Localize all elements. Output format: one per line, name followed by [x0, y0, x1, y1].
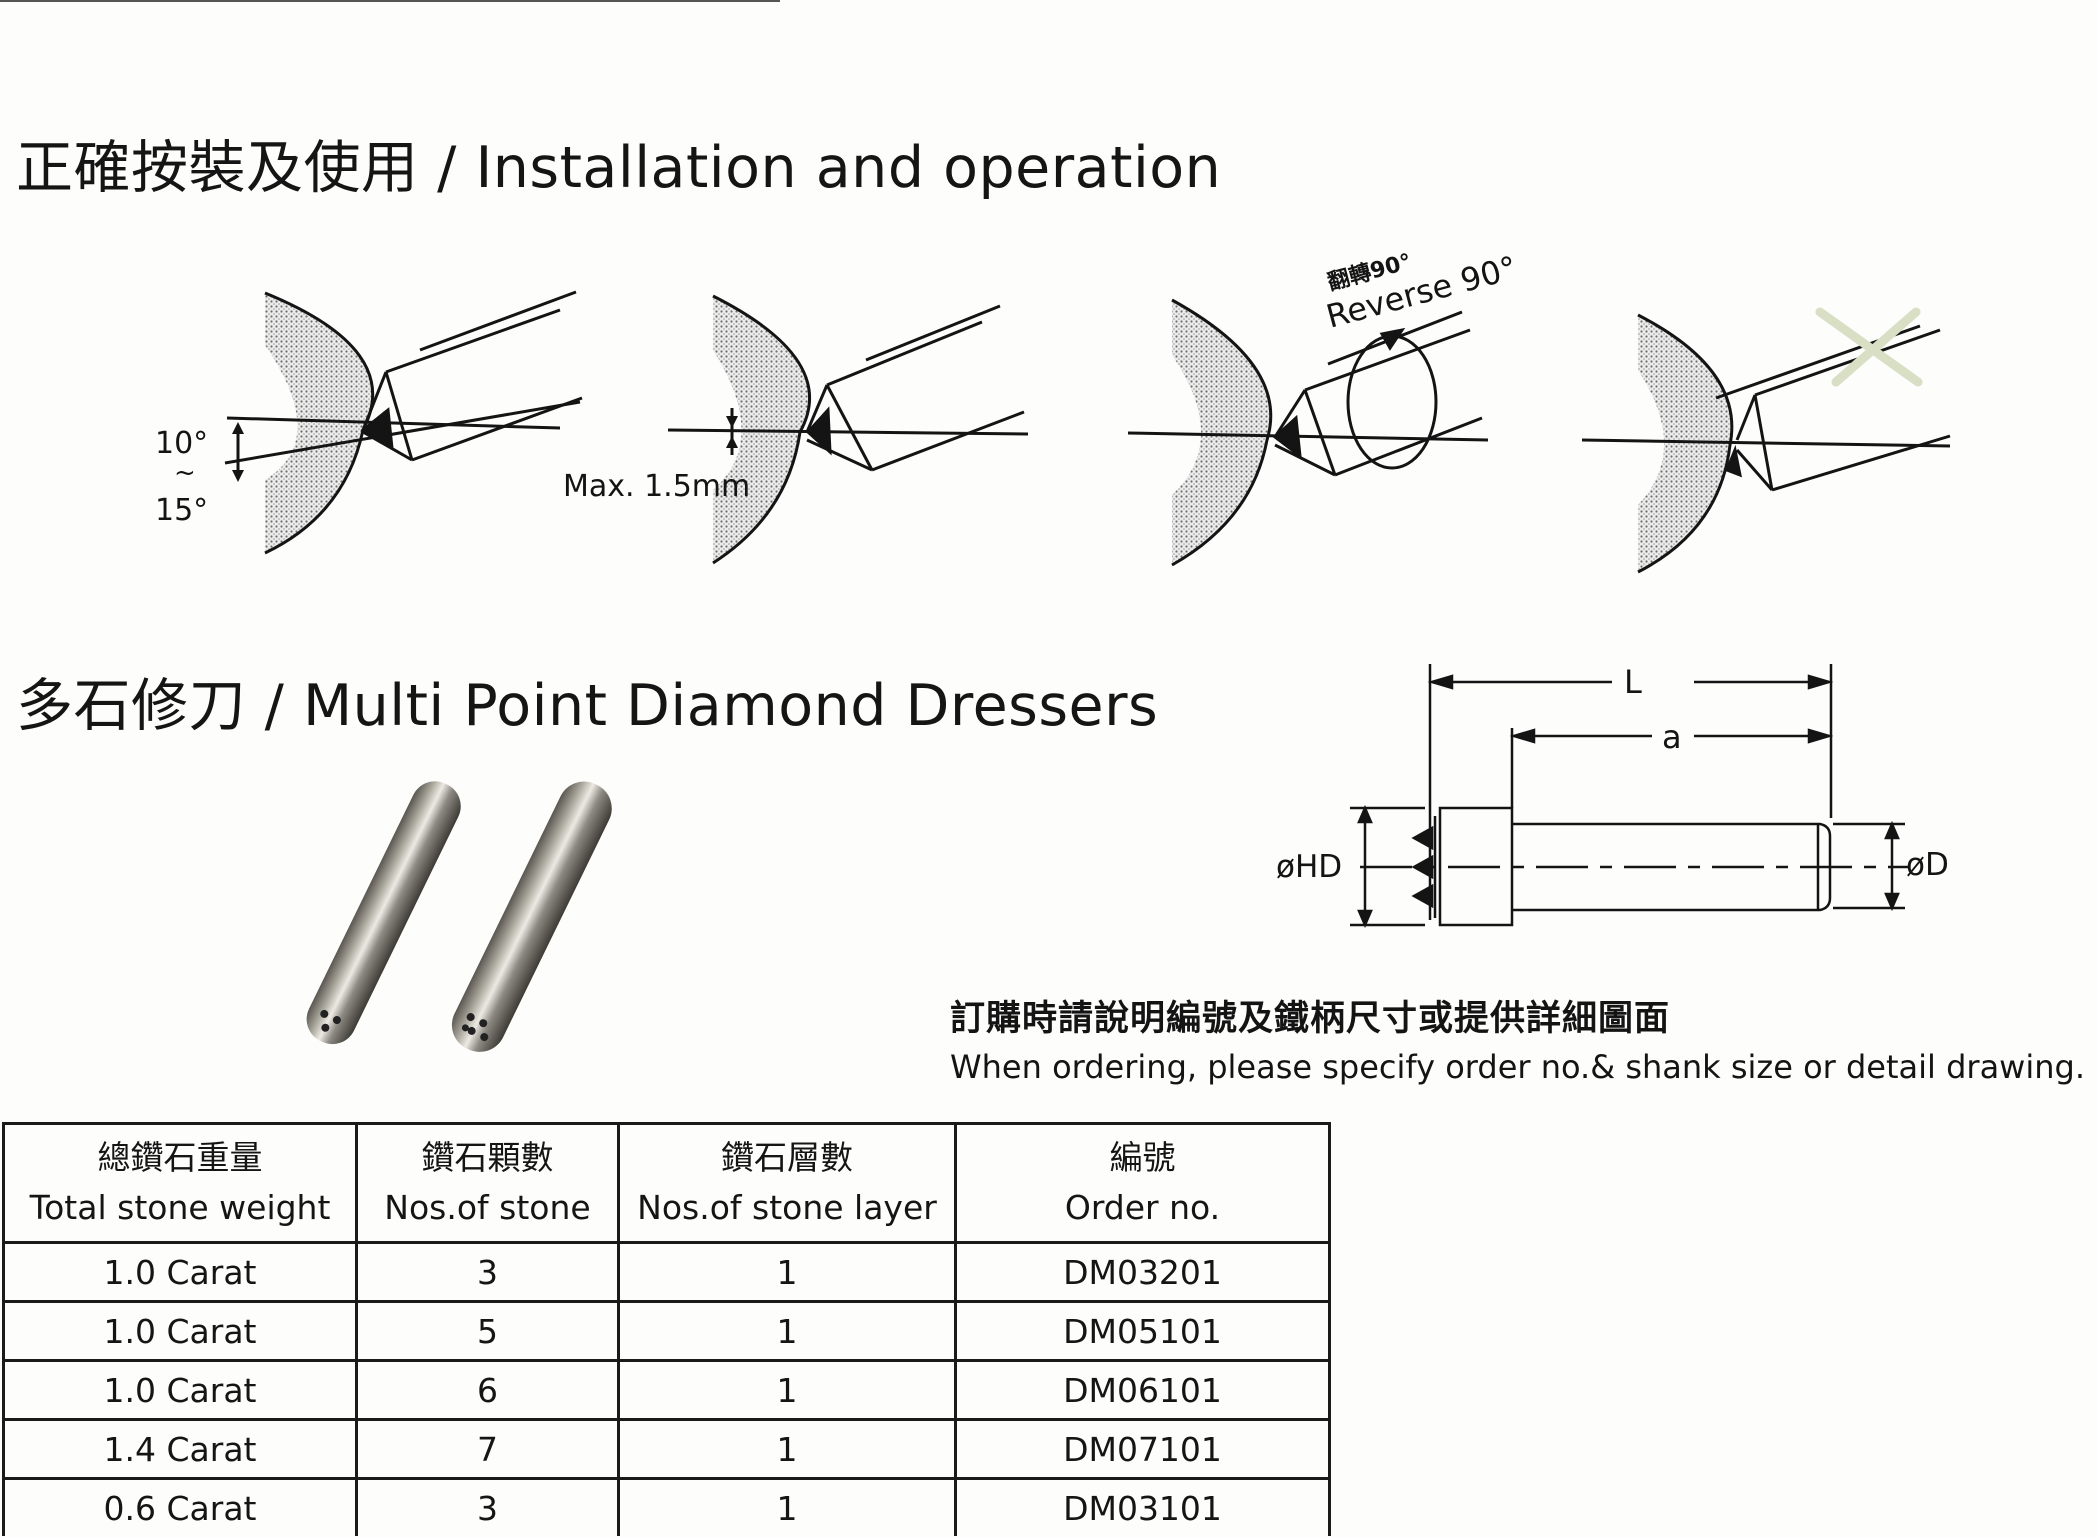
cell-order-no: DM06101 — [954, 1359, 1331, 1421]
installation-step-4 — [1581, 313, 1951, 574]
dimension-drawing — [1350, 664, 1910, 929]
multi-point-heading: 多石修刀 / Multi Point Diamond Dressers — [16, 673, 1159, 739]
cell-layers: 1 — [617, 1418, 957, 1480]
dresser-rod-right — [451, 781, 612, 1052]
ordering-note-en: When ordering, please specify order no.&… — [950, 1048, 2085, 1086]
incorrect-x-mark — [1815, 307, 1923, 387]
table-row: 1.0 Carat 6 1 DM06101 — [2, 1359, 1331, 1421]
rotate-arrow — [1346, 334, 1438, 470]
diamond-point — [360, 407, 394, 451]
cell-weight: 1.0 Carat — [2, 1300, 358, 1362]
cell-order-no: DM07101 — [954, 1418, 1331, 1480]
head-diameter-label: øHD — [1276, 849, 1342, 885]
header-total-stone-weight: 總鑽石重量 Total stone weight — [2, 1122, 358, 1244]
table-row: 1.4 Carat 7 1 DM07101 — [2, 1418, 1331, 1480]
grinding-wheel — [713, 296, 810, 563]
cell-stones: 3 — [355, 1477, 620, 1536]
cell-layers: 1 — [617, 1241, 957, 1303]
installation-step-3 — [1127, 298, 1489, 567]
table-row: 1.0 Carat 3 1 DM03201 — [2, 1241, 1331, 1303]
angle-top-label: 10° — [155, 426, 208, 461]
cell-order-no: DM03201 — [954, 1241, 1331, 1303]
ordering-note-zh: 訂購時請說明編號及鐵柄尺寸或提供詳細圖面 — [950, 999, 1671, 1039]
grinding-wheel — [265, 293, 373, 553]
header-nos-of-stone: 鑽石顆數 Nos.of stone — [355, 1122, 620, 1244]
length-label: L — [1624, 663, 1642, 701]
cell-weight: 1.4 Carat — [2, 1418, 358, 1480]
cell-stones: 7 — [355, 1418, 620, 1480]
reverse-label-en: Reverse 90° — [1322, 248, 1521, 335]
table-header-row: 總鑽石重量 Total stone weight 鑽石顆數 Nos.of sto… — [2, 1122, 1331, 1244]
cell-weight: 1.0 Carat — [2, 1359, 358, 1421]
header-order-no: 編號 Order no. — [954, 1122, 1331, 1244]
diamond-point — [1272, 414, 1302, 460]
product-photo — [306, 781, 612, 1052]
angle-tilde: ~ — [174, 458, 196, 488]
shank-diameter-label: øD — [1906, 847, 1949, 883]
cell-order-no: DM05101 — [954, 1300, 1331, 1362]
cell-stones: 5 — [355, 1300, 620, 1362]
table-row: 0.6 Carat 3 1 DM03101 — [2, 1477, 1331, 1536]
top-rule — [0, 0, 780, 2]
table-row: 1.0 Carat 5 1 DM05101 — [2, 1300, 1331, 1362]
diamond-point — [805, 406, 832, 456]
cell-stones: 6 — [355, 1359, 620, 1421]
product-spec-table: 總鑽石重量 Total stone weight 鑽石顆數 Nos.of sto… — [2, 1122, 1331, 1536]
cell-stones: 3 — [355, 1241, 620, 1303]
installation-heading: 正確按裝及使用 / Installation and operation — [16, 135, 1222, 201]
cell-weight: 1.0 Carat — [2, 1241, 358, 1303]
cell-order-no: DM03101 — [954, 1477, 1331, 1536]
a-label: a — [1662, 718, 1682, 756]
dresser-rod-left — [306, 781, 461, 1045]
offset-label: Max. 1.5mm — [563, 469, 750, 504]
diamond-point — [1725, 444, 1743, 478]
grinding-wheel — [1172, 300, 1271, 565]
cell-layers: 1 — [617, 1359, 957, 1421]
installation-step-1 — [224, 290, 583, 555]
installation-step-2 — [667, 294, 1029, 565]
cell-layers: 1 — [617, 1477, 957, 1536]
cell-weight: 0.6 Carat — [2, 1477, 358, 1536]
cell-layers: 1 — [617, 1300, 957, 1362]
dresser-head — [1438, 806, 1514, 927]
header-nos-of-stone-layer: 鑽石層數 Nos.of stone layer — [617, 1122, 957, 1244]
angle-bottom-label: 15° — [155, 493, 208, 528]
